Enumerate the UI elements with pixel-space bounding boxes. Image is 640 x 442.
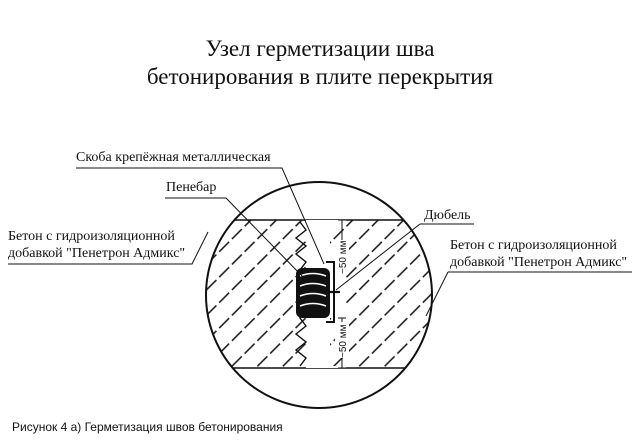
label-concrete-right-1: Бетон с гидроизоляционной	[450, 238, 617, 253]
label-concrete-right-2: добавкой "Пенетрон Адмикс"	[450, 255, 628, 270]
label-concrete-left-2: добавкой "Пенетрон Адмикс"	[8, 246, 186, 261]
label-bracket: Скоба крепёжная металлическая	[76, 150, 271, 165]
label-penebar: Пенебар	[166, 180, 217, 195]
leader-lines	[8, 167, 632, 317]
label-concrete-left-1: Бетон с гидроизоляционной	[8, 229, 175, 244]
title-line-1: Узел герметизации шва	[205, 36, 435, 61]
figure-caption: Рисунок 4 а) Герметизация швов бетониров…	[12, 420, 283, 434]
label-dowel: Дюбель	[424, 208, 471, 223]
title-line-2: бетонирования в плите перекрытия	[146, 64, 494, 89]
detail-circle	[205, 181, 433, 409]
dimension-lower: ~50 мм	[338, 324, 349, 358]
dimension-upper: ~50 мм	[338, 240, 349, 274]
penebar-profile	[296, 268, 330, 318]
